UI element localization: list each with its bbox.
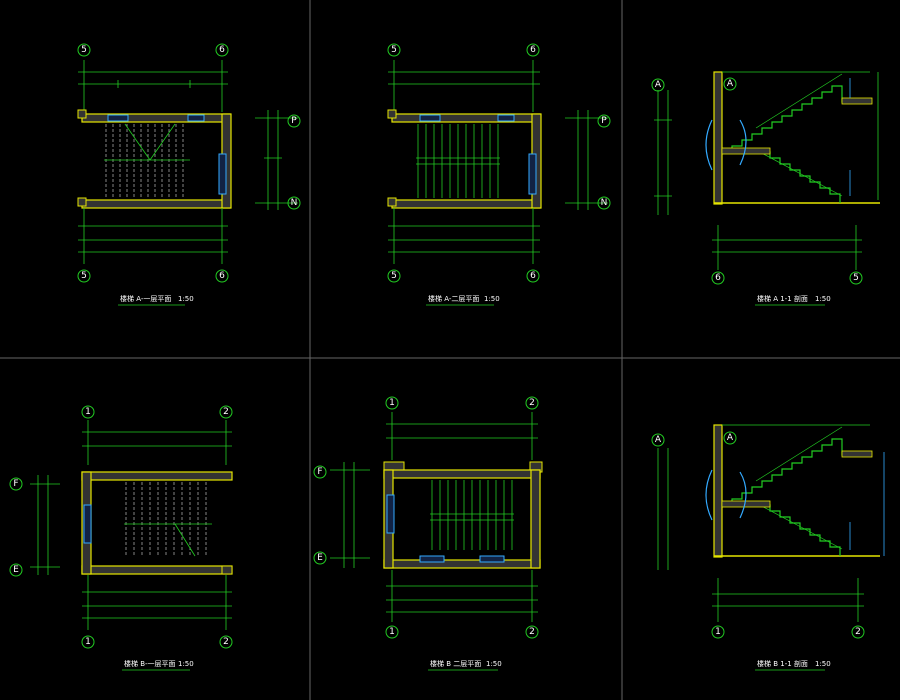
- panel-scale: 1:50: [815, 295, 831, 303]
- grid-bubble-bottom-left: 1: [389, 627, 395, 637]
- grid-bubble-side-top: F: [317, 467, 322, 477]
- grid-bubble-top-right: 2: [529, 398, 535, 408]
- wall-top: [81, 113, 231, 123]
- grid-bubble-bottom-right: 6: [530, 271, 536, 281]
- grid-bubble-bottom-left: 6: [715, 273, 721, 283]
- grid-bubble-top-left: 5: [81, 45, 87, 55]
- upper-flight: [722, 85, 870, 153]
- grid-bubble-side-bottom: N: [291, 198, 298, 208]
- section-mark-left: A: [655, 80, 662, 90]
- grid-bubble-bottom-left: 5: [391, 271, 397, 281]
- grid-bubble-top-left: 5: [391, 45, 397, 55]
- grid-bubble-top-left: 1: [389, 398, 395, 408]
- panel-scale: 1:50: [178, 660, 194, 668]
- grid-bubble-side-bottom: E: [317, 553, 323, 563]
- grid-bubble-bottom-right: 2: [855, 627, 861, 637]
- window-right: [218, 153, 227, 195]
- grid-bubble-side-top: P: [291, 116, 297, 126]
- grid-bubble-side-top: P: [601, 116, 607, 126]
- panel-scale: 1:50: [178, 295, 194, 303]
- panel-title: 楼梯 A 1-1 剖面: [757, 294, 808, 303]
- panel-scale: 1:50: [815, 660, 831, 668]
- grid-bubble-bottom-left: 1: [715, 627, 721, 637]
- panel-stair-b-section: A A 1 2 楼梯 B 1-1 剖面 1:50: [651, 424, 885, 671]
- stair-treads: [416, 124, 500, 198]
- lower-flight: [722, 151, 841, 203]
- grid-bubble-bottom-right: 2: [223, 637, 229, 647]
- panel-stair-b-second-plan: 1 2 1 2 F E 楼梯 B 二层平面 1:50: [313, 396, 543, 671]
- grid-bubble-top-right: 2: [223, 407, 229, 417]
- grid-bubble-side-top: F: [13, 479, 18, 489]
- grid-bubble-bottom-right: 6: [219, 271, 225, 281]
- wall-bottom: [81, 199, 231, 209]
- window-top: [107, 114, 129, 122]
- grid-bubble-bottom-left: 5: [81, 271, 87, 281]
- panel-title: 楼梯 A-一层平面: [120, 294, 171, 303]
- panel-scale: 1:50: [484, 295, 500, 303]
- grid-bubble-bottom-right: 5: [853, 273, 859, 283]
- section-wall: [713, 71, 723, 205]
- panel-scale: 1:50: [486, 660, 502, 668]
- grid-bubble-top-left: 1: [85, 407, 91, 417]
- grid-bubble-top-right: 6: [219, 45, 225, 55]
- grid-bubble-side-bottom: E: [13, 565, 19, 575]
- grid-bubble-bottom-left: 1: [85, 637, 91, 647]
- panel-stair-a-second-plan: 5 6 5 6 P N 楼梯 A-二层平面 1:50: [387, 43, 611, 306]
- grid-bubble-side-bottom: N: [601, 198, 608, 208]
- section-mark-left: A: [655, 435, 662, 445]
- panel-title: 楼梯 B-一层平面: [124, 659, 176, 668]
- section-mark-right: A: [727, 433, 734, 443]
- panel-stair-b-ground-plan: 1 2 1 2 F E 楼梯 B-一层平面 1:50: [9, 405, 233, 671]
- panel-title: 楼梯 A-二层平面: [428, 294, 479, 303]
- grid-bubble-top-right: 6: [530, 45, 536, 55]
- panel-stair-a-ground-plan: 5 6 5 6 P N 楼梯 A-一层平面 1:50: [77, 43, 301, 306]
- stair-treads: [105, 124, 184, 198]
- panel-stair-a-section: A A 6 5 楼梯 A 1-1 剖面 1:50: [651, 71, 880, 306]
- panel-title: 楼梯 B 1-1 剖面: [757, 659, 808, 668]
- grid-bubble-bottom-right: 2: [529, 627, 535, 637]
- panel-title: 楼梯 B 二层平面: [430, 659, 481, 668]
- section-mark-right: A: [727, 79, 734, 89]
